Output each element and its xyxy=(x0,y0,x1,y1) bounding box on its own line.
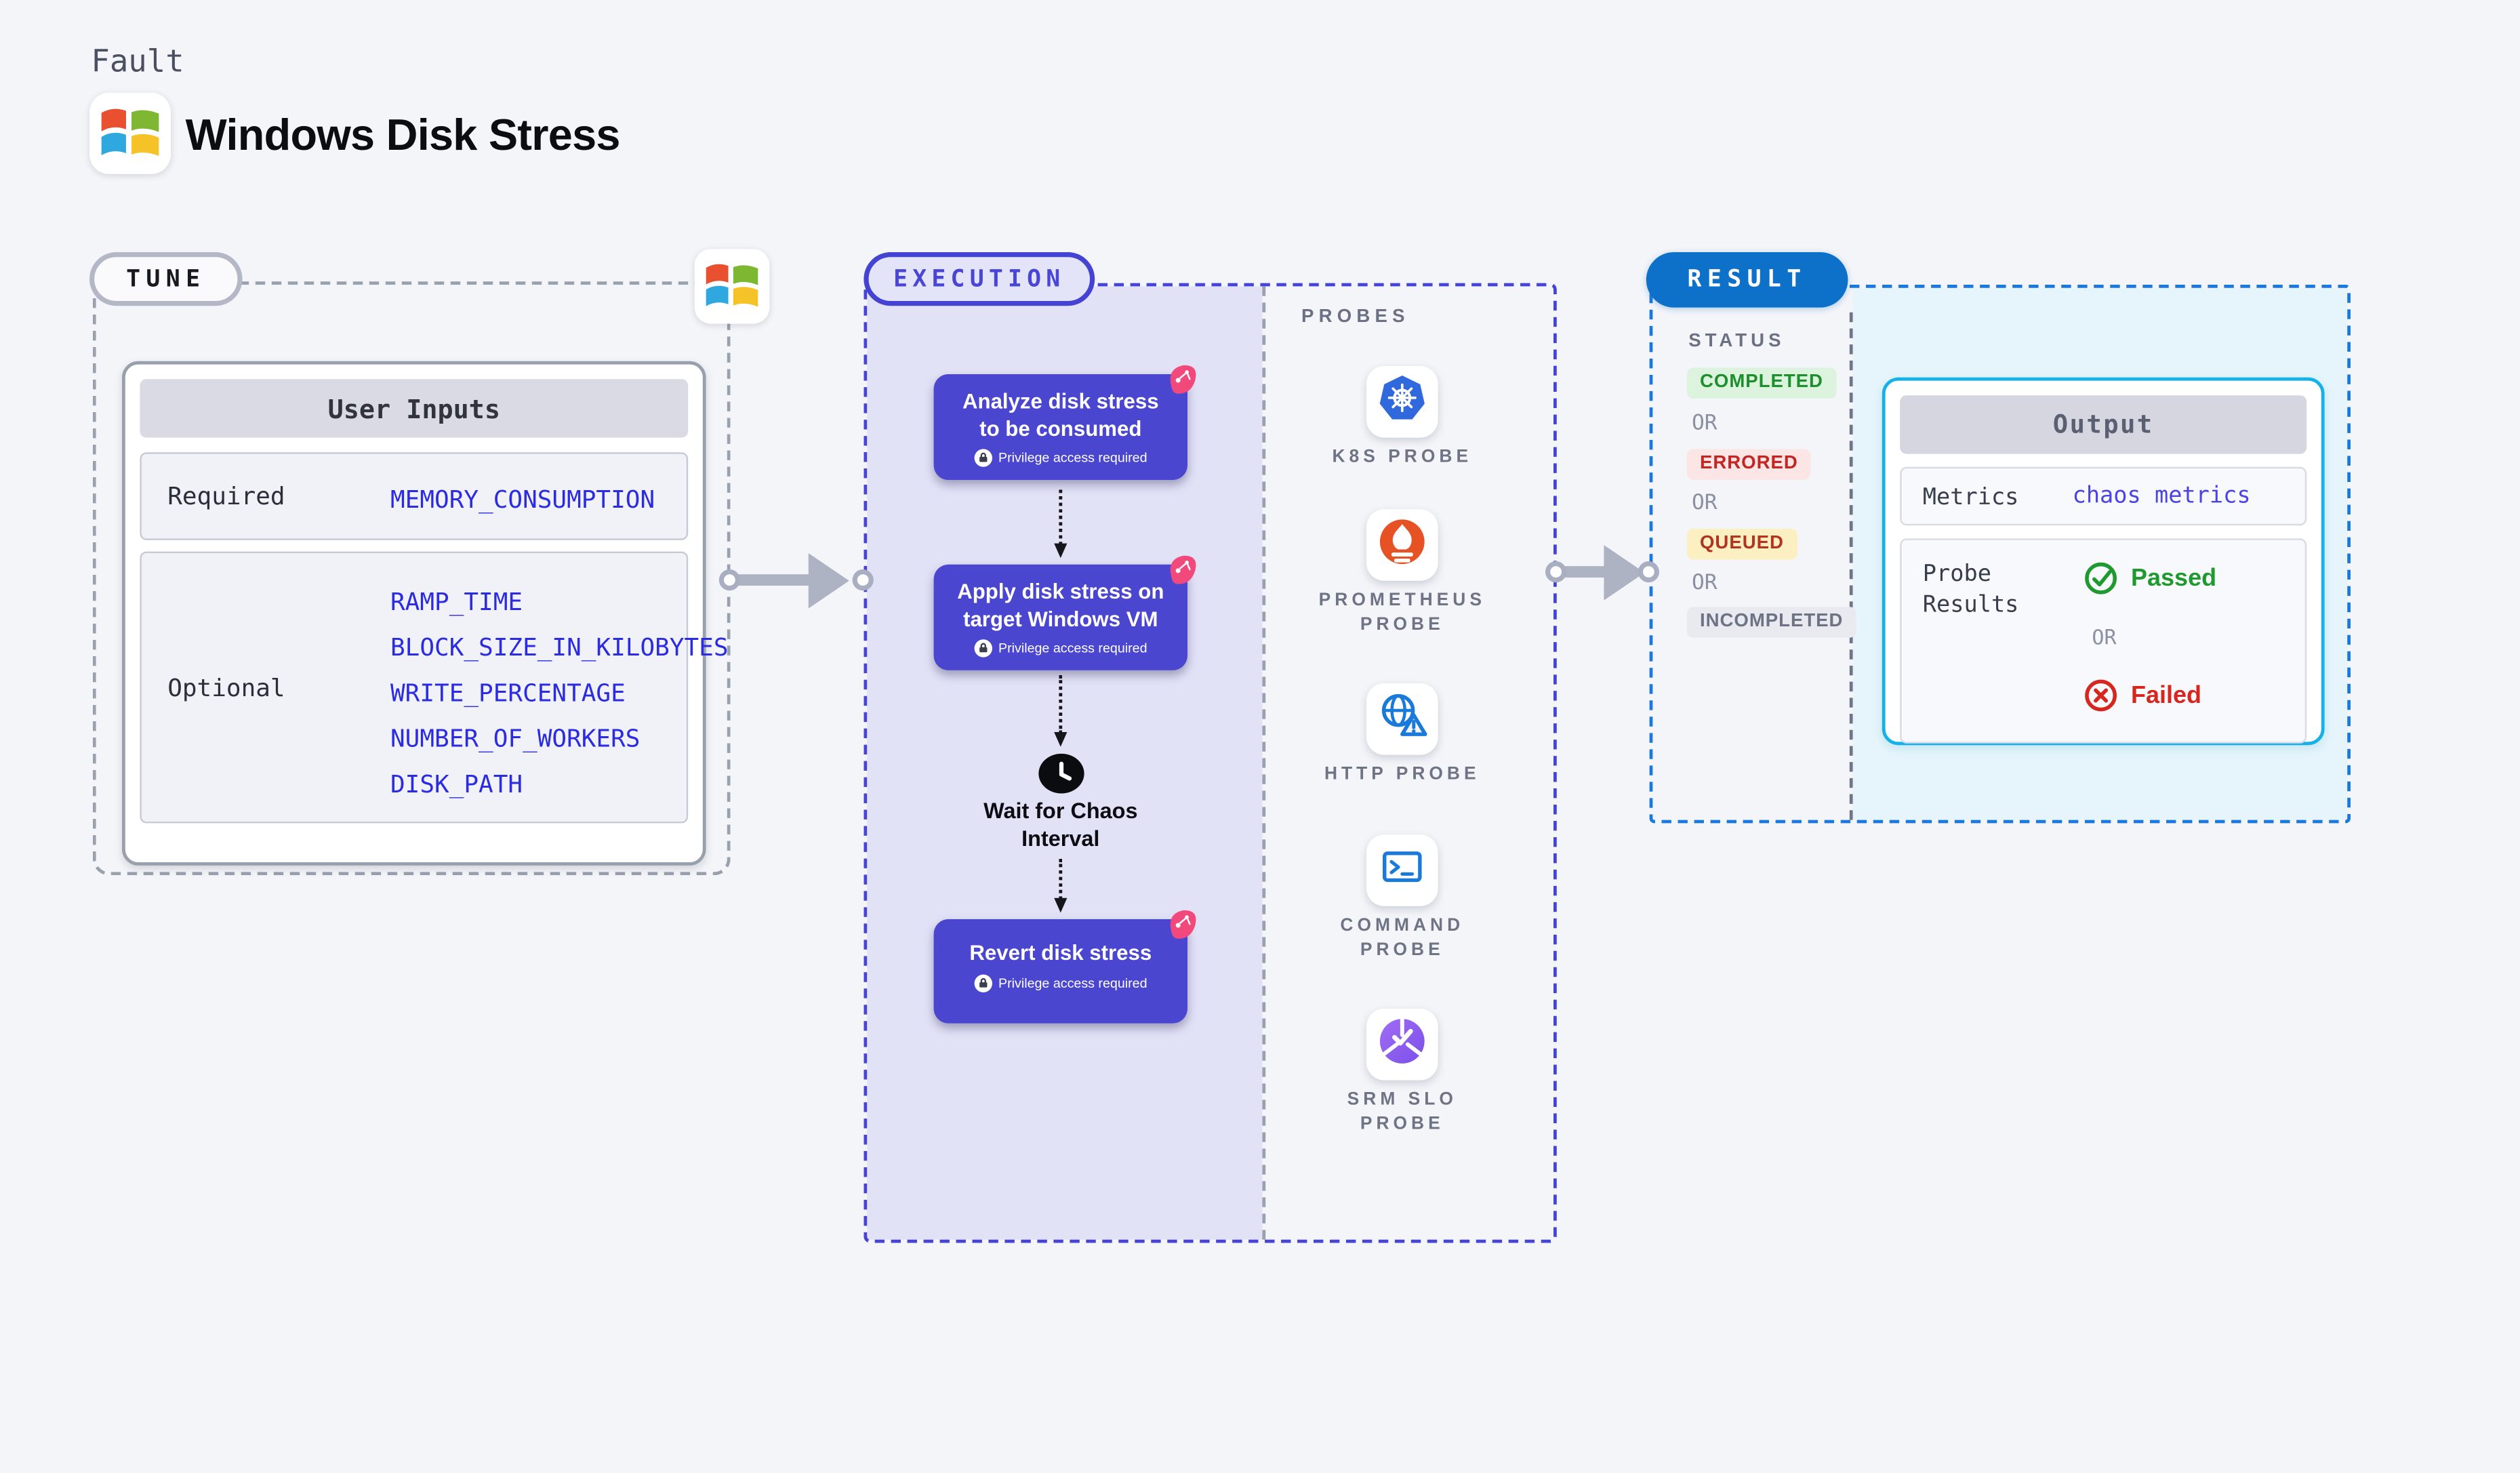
probes-divider xyxy=(1262,286,1266,1240)
probe-tile-prometheus xyxy=(1366,509,1438,581)
optional-row: Optional RAMP_TIME BLOCK_SIZE_IN_KILOBYT… xyxy=(140,551,729,824)
probe-label: PROMETHEUS PROBE xyxy=(1318,590,1486,634)
or-separator: OR xyxy=(1692,491,1718,516)
probe-results-label: Probe Results xyxy=(1922,561,2019,619)
result-pill: RESULT xyxy=(1646,252,1848,308)
param-value: WRITE_PERCENTAGE xyxy=(390,678,626,708)
flow-arrow-down xyxy=(1054,859,1069,913)
or-separator: OR xyxy=(2092,624,2117,649)
result-section xyxy=(1649,285,2351,824)
param-value: MEMORY_CONSUMPTION xyxy=(390,485,655,514)
or-separator: OR xyxy=(1692,571,1718,596)
param-value: RAMP_TIME xyxy=(390,587,523,617)
prometheus-icon xyxy=(1375,514,1430,576)
tune-pill: TUNE xyxy=(89,252,243,306)
wait-step-label: Wait for Chaos Interval xyxy=(983,799,1138,851)
privilege-badge-label: Privilege access required xyxy=(998,641,1147,656)
status-heading: STATUS xyxy=(1688,331,1785,352)
step-title: Revert disk stress xyxy=(969,940,1152,965)
execution-step-card: Revert disk stress Privilege access requ… xyxy=(933,910,1196,1024)
output-header: Output xyxy=(1900,395,2307,454)
required-label: Required xyxy=(167,481,285,511)
status-badge-queued: QUEUED xyxy=(1686,529,1797,560)
user-inputs-table: User Inputs Required MEMORY_CONSUMPTION … xyxy=(122,361,729,866)
privilege-badge-label: Privilege access required xyxy=(998,975,1147,990)
step-title: Apply disk stress on target Windows VM xyxy=(957,579,1164,631)
http-globe-icon xyxy=(1375,688,1430,750)
probes-heading: PROBES xyxy=(1301,307,1410,327)
chaos-experiment-icon xyxy=(1163,358,1202,397)
probe-label: COMMAND PROBE xyxy=(1340,916,1465,959)
metrics-row: Metrics chaos metrics xyxy=(1900,466,2307,526)
required-row: Required MEMORY_CONSUMPTION xyxy=(140,452,689,540)
step-title: Analyze disk stress to be consumed xyxy=(962,388,1159,441)
flow-arrow-down xyxy=(1054,489,1069,559)
privilege-badge-label: Privilege access required xyxy=(998,450,1147,466)
result-divider xyxy=(1849,312,1853,820)
or-separator: OR xyxy=(1692,411,1718,437)
srm-slo-icon xyxy=(1375,1013,1430,1075)
fault-kicker: Fault xyxy=(91,43,184,80)
execution-step-card: Analyze disk stress to be consumed Privi… xyxy=(933,365,1196,480)
page-title: Windows Disk Stress xyxy=(185,110,621,160)
execution-step-card: Apply disk stress on target Windows VM P… xyxy=(933,555,1196,670)
privilege-badge: Privilege access required xyxy=(934,449,1187,467)
output-table: Output Metrics chaos metrics Probe Resul… xyxy=(1882,377,2325,746)
failed-x-icon xyxy=(2084,679,2117,719)
kubernetes-icon xyxy=(1375,371,1430,432)
privilege-badge: Privilege access required xyxy=(934,973,1187,992)
probe-results-row: Probe Results Passed OR Failed xyxy=(1900,538,2307,744)
passed-check-icon xyxy=(2084,561,2117,602)
lock-icon xyxy=(974,973,992,992)
execution-to-result-arrow xyxy=(1545,544,1663,601)
execution-section xyxy=(863,283,1557,1243)
status-badge-incompleted: INCOMPLETED xyxy=(1686,607,1856,638)
param-value: BLOCK_SIZE_IN_KILOBYTES xyxy=(390,632,729,662)
failed-label: Failed xyxy=(2131,681,2202,710)
user-inputs-header: User Inputs xyxy=(140,379,689,438)
tune-to-execution-arrow xyxy=(718,552,875,609)
privilege-badge: Privilege access required xyxy=(934,639,1187,658)
clock-icon xyxy=(1038,753,1085,801)
chaos-experiment-icon xyxy=(1163,903,1202,942)
probe-label: HTTP PROBE xyxy=(1324,765,1480,784)
param-value: DISK_PATH xyxy=(390,769,523,799)
optional-label: Optional xyxy=(167,672,285,702)
status-badge-errored: ERRORED xyxy=(1686,449,1811,480)
probe-label: SRM SLO PROBE xyxy=(1347,1090,1457,1133)
execution-pill-label: EXECUTION xyxy=(893,266,1065,292)
lock-icon xyxy=(974,639,992,658)
flow-arrow-down xyxy=(1054,675,1069,747)
chaos-experiment-icon xyxy=(1163,548,1202,588)
terminal-icon xyxy=(1375,839,1430,901)
probe-tile-command xyxy=(1366,834,1438,906)
lock-icon xyxy=(974,449,992,467)
passed-label: Passed xyxy=(2131,564,2217,592)
metrics-label: Metrics xyxy=(1922,485,2019,511)
probe-tile-http xyxy=(1366,683,1438,755)
status-badge-completed: COMPLETED xyxy=(1686,367,1837,399)
windows-logo-small-icon xyxy=(694,249,770,324)
windows-logo-icon xyxy=(89,92,171,174)
tune-pill-label: TUNE xyxy=(126,266,206,292)
result-pill-label: RESULT xyxy=(1687,266,1807,294)
probe-label: K8S PROBE xyxy=(1332,447,1473,467)
probe-tile-srm-slo xyxy=(1366,1009,1438,1081)
param-value: NUMBER_OF_WORKERS xyxy=(390,724,641,754)
execution-pill: EXECUTION xyxy=(863,252,1095,306)
probe-tile-k8s xyxy=(1366,366,1438,438)
metrics-value: chaos metrics xyxy=(2072,483,2251,510)
